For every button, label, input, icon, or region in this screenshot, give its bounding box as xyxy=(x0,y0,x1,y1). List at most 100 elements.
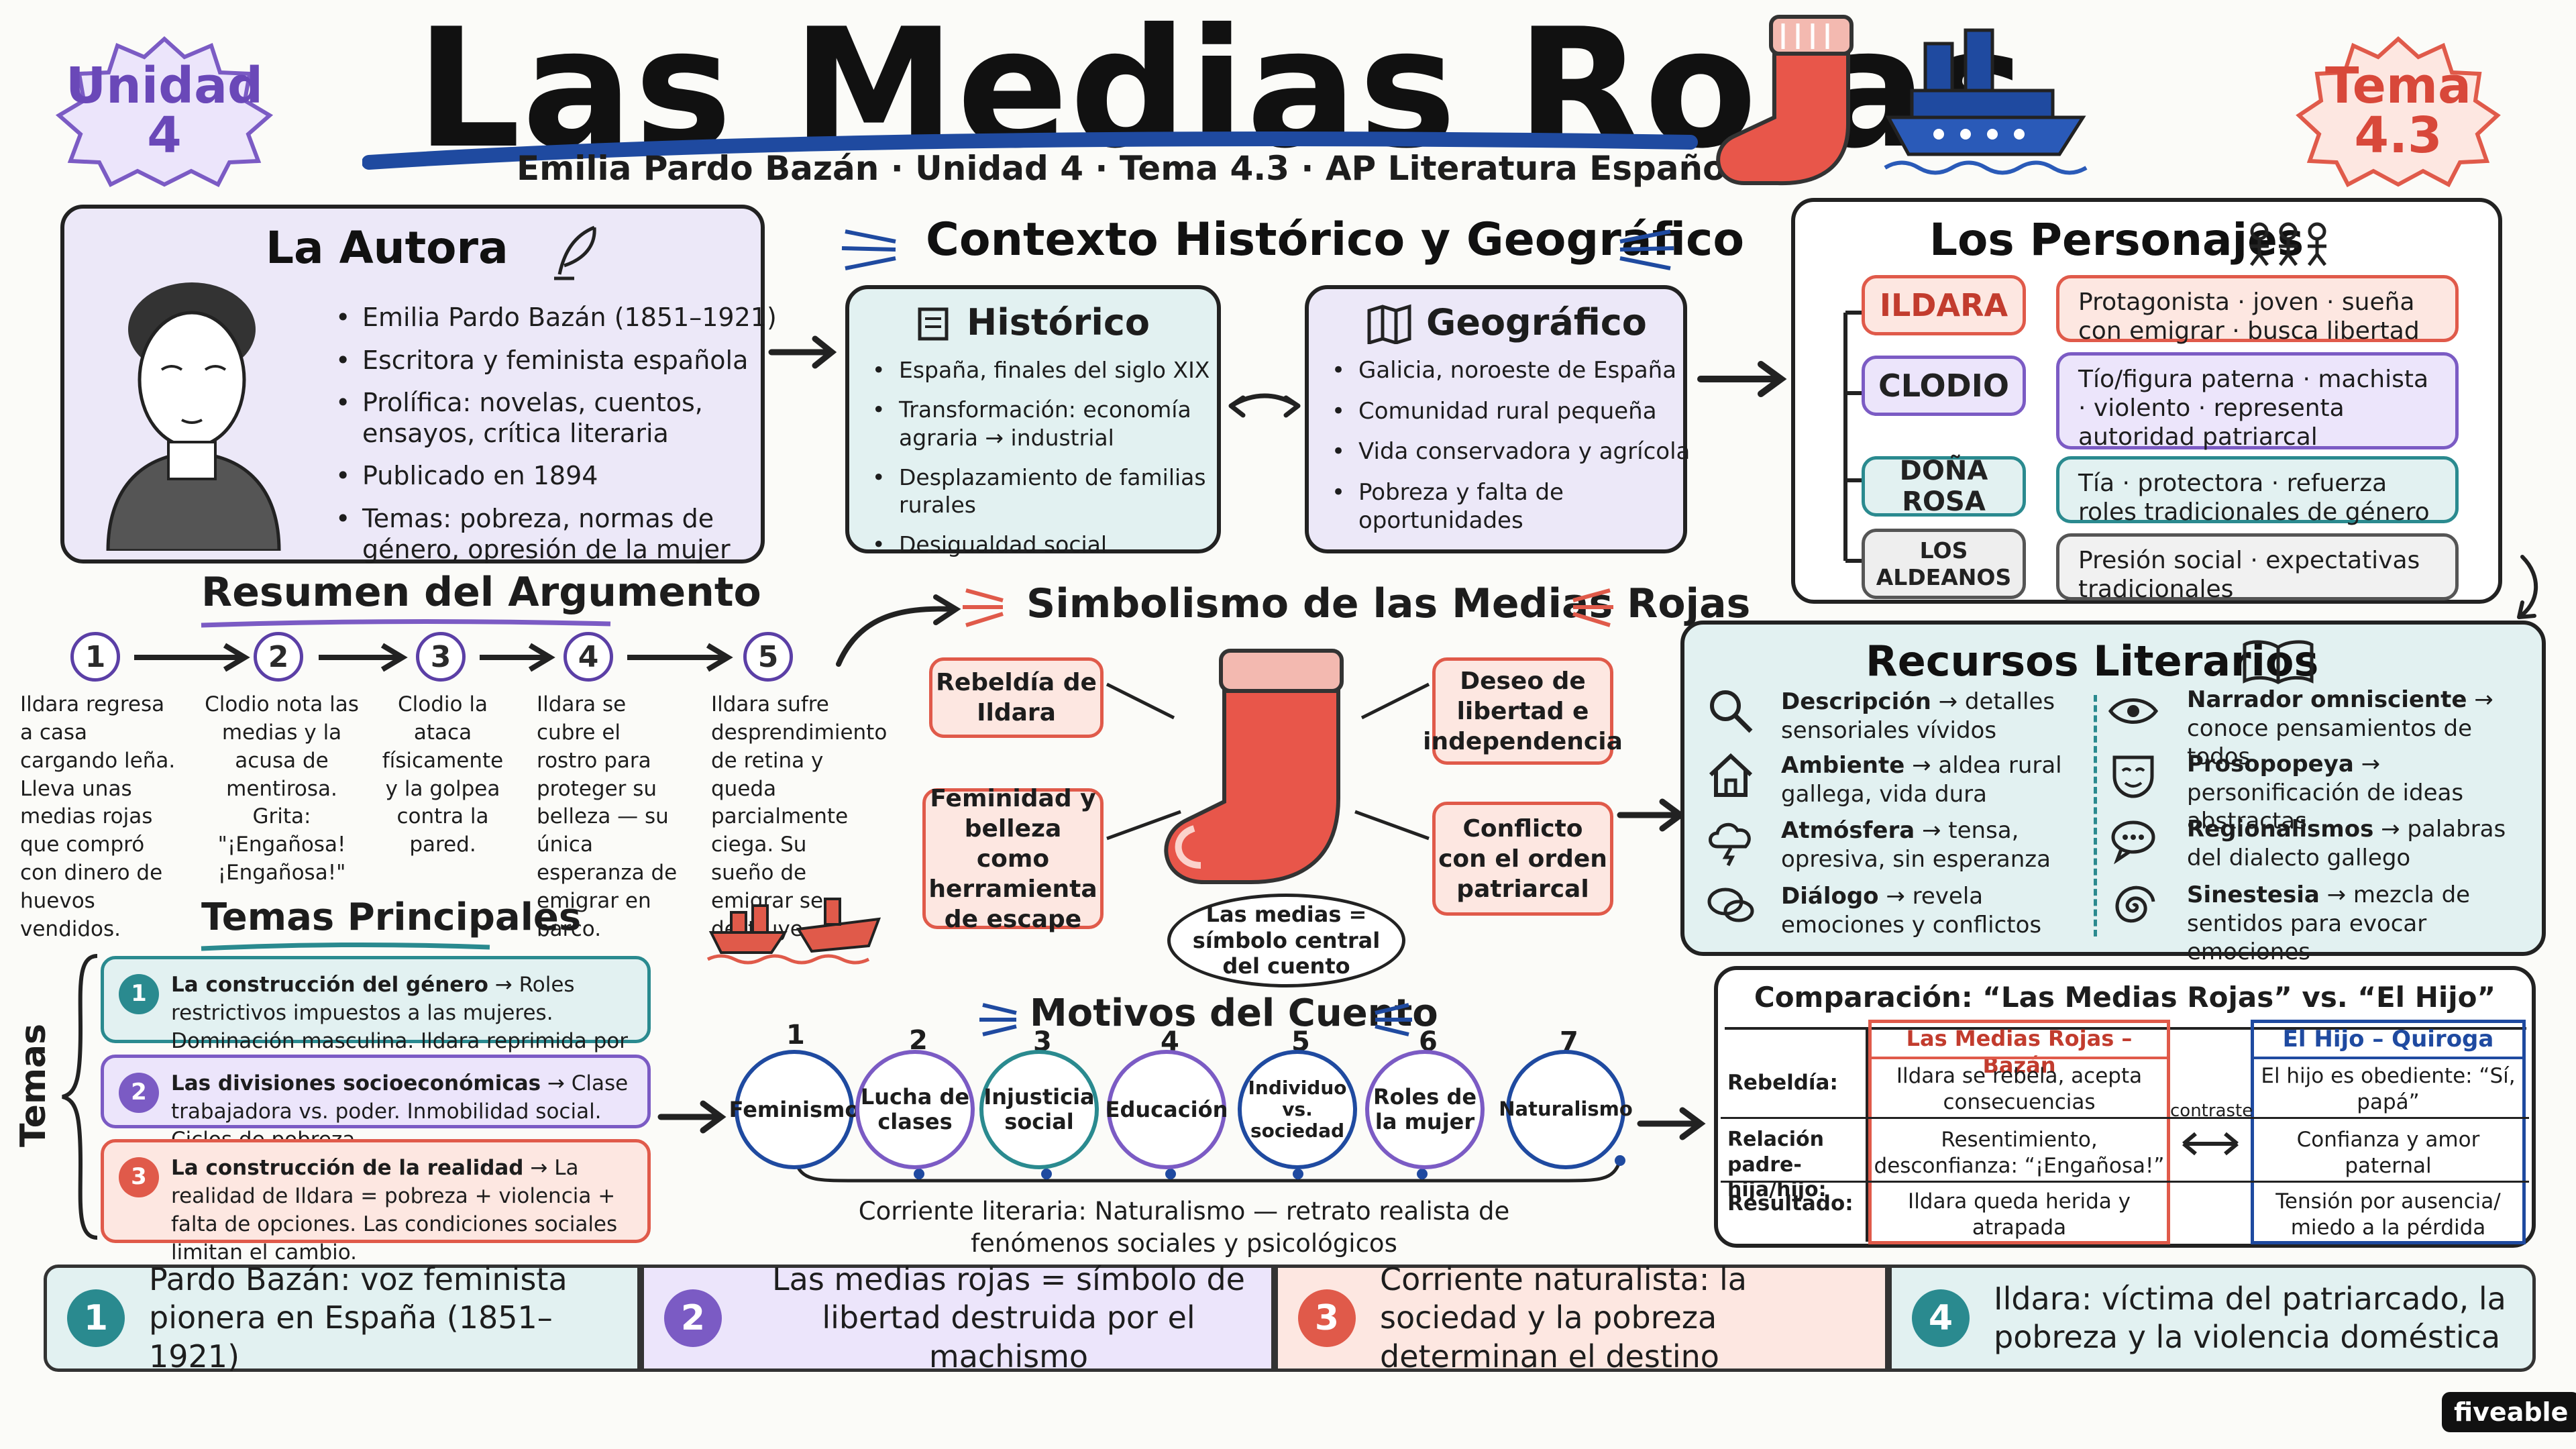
step-number: 2 xyxy=(254,632,303,682)
double-arrow-icon xyxy=(1228,393,1301,418)
character-ildara: ILDARA xyxy=(1862,275,2026,335)
recurso-desc: → revela emociones y conflictos xyxy=(1781,883,2042,938)
quill-pen-icon xyxy=(554,225,596,280)
arrow-right-icon xyxy=(657,1100,727,1134)
simbolismo-title: Simbolismo de las Medias Rojas xyxy=(1026,580,1751,627)
emphasis-lines-icon xyxy=(1619,229,1674,270)
recurso-term: Diálogo xyxy=(1781,883,1879,910)
recurso-item: Diálogo → revela emociones y conflictos xyxy=(1781,882,2063,939)
motif-roles-mujer: Roles de la mujer xyxy=(1365,1050,1485,1169)
people-icon xyxy=(2250,222,2326,266)
comparacion-title: Comparación: “Las Medias Rojas” vs. “El … xyxy=(1754,981,2496,1014)
contrast-label: contraste xyxy=(2170,1101,2253,1121)
motif-injusticia: Injusticia social xyxy=(979,1050,1099,1169)
geografico-panel: Geográfico Galicia, noroeste de España C… xyxy=(1305,285,1690,553)
row-label: Resultado: xyxy=(1727,1191,1854,1216)
step-number: 3 xyxy=(416,632,466,682)
recurso-desc: → personificación de ideas abstractas xyxy=(2187,751,2464,835)
autora-item: Publicado en 1894 xyxy=(335,461,778,492)
character-clodio: CLODIO xyxy=(1862,356,2026,416)
brace-shape xyxy=(62,954,98,1240)
motif-lucha-clases: Lucha de clases xyxy=(855,1050,975,1169)
recurso-desc: → palabras del dialecto gallego xyxy=(2187,816,2506,871)
col-b-frame xyxy=(2251,1020,2526,1244)
character-dona-rosa: DOÑA ROSA xyxy=(1862,455,2026,517)
step-text: Ildara regresa a casa cargando leña. Lle… xyxy=(20,692,176,941)
motif-feminismo: Feminismo xyxy=(729,1050,859,1169)
recurso-desc: → mezcla de sentidos para evocar emocion… xyxy=(2187,881,2471,965)
motif-naturalismo: Naturalismo xyxy=(1499,1050,1633,1169)
theme-item: 1 La construcción del género → Roles res… xyxy=(101,956,651,1081)
badge-topic-number: 4.3 xyxy=(2354,107,2443,164)
autora-item: Temas: pobreza, normas de género, opresi… xyxy=(335,504,778,565)
eye-icon xyxy=(2108,698,2159,724)
row-b-value: El hijo es obediente: “Sí, papá” xyxy=(2261,1064,2516,1114)
symbol-conflicto: Conflicto con el orden patriarcal xyxy=(1432,802,1613,916)
autora-title: La Autora xyxy=(266,222,508,274)
recurso-term: Prosopopeya xyxy=(2187,751,2354,777)
recurso-term: Sinestesia xyxy=(2187,881,2320,908)
summary-text: Corriente naturalista: la sociedad y la … xyxy=(1380,1260,1747,1375)
emphasis-lines-icon xyxy=(1375,1003,1412,1036)
badge-burst-shape xyxy=(2296,36,2501,188)
theme-text: → La realidad de Ildara = pobreza + viol… xyxy=(171,1156,618,1265)
emphasis-lines-icon xyxy=(841,229,896,270)
theme-item: 2 Las divisiones socioeconómicas → Clase… xyxy=(101,1055,651,1152)
arrow-right-icon xyxy=(1617,798,1686,832)
step-number: 1 xyxy=(70,632,120,682)
row-b-value: Confianza y amor paternal xyxy=(2296,1128,2480,1178)
step-number: 4 xyxy=(564,632,613,682)
historico-item: Transformación: economía agraria → indus… xyxy=(872,396,1234,451)
theme-number: 2 xyxy=(119,1073,159,1113)
historico-list: España, finales del siglo XIX Transforma… xyxy=(869,356,1234,571)
historico-item: Desplazamiento de familias rurales xyxy=(872,464,1234,519)
arrow-right-icon xyxy=(1697,361,1787,397)
badge-unit-label: Unidad xyxy=(65,57,263,115)
page-subtitle: Emilia Pardo Bazán · Unidad 4 · Tema 4.3… xyxy=(517,149,1760,188)
row-a-value: Ildara queda herida y atrapada xyxy=(1908,1189,2131,1240)
historico-panel: Histórico España, finales del siglo XIX … xyxy=(845,285,1221,559)
historico-title: Histórico xyxy=(967,301,1150,343)
badge-burst-shape xyxy=(55,36,274,188)
character-dona-rosa-desc: Tía · protectora · refuerza roles tradic… xyxy=(2056,456,2459,526)
house-icon xyxy=(1709,753,1753,797)
emphasis-lines-icon xyxy=(1572,588,1613,627)
comparacion-rule xyxy=(1725,1027,2526,1030)
col-b-rule xyxy=(2251,1057,2526,1059)
author-portrait xyxy=(106,282,281,551)
storm-cloud-icon xyxy=(1709,822,1751,867)
theme-item: 3 La construcción de la realidad → La re… xyxy=(101,1139,651,1265)
motivos-title: Motivos del Cuento xyxy=(1030,991,1438,1035)
recurso-desc: → detalles sensoriales vívidos xyxy=(1781,688,2055,744)
recurso-item: Regionalismos → palabras del dialecto ga… xyxy=(2187,815,2536,872)
character-aldeanos: LOS ALDEANOS xyxy=(1862,529,2026,599)
emphasis-lines-icon xyxy=(963,588,1004,627)
summary-card: 2 Las medias rojas = símbolo de libertad… xyxy=(641,1261,1275,1375)
step-text: Clodio la ataca físicamente y la golpea … xyxy=(382,692,504,857)
recurso-desc: → aldea rural gallega, vida dura xyxy=(1781,752,2062,808)
step-text: Ildara sufre desprendimiento de retina y… xyxy=(711,692,888,941)
motif-individuo: Individuo vs. sociedad xyxy=(1238,1050,1357,1169)
col-a-header: Las Medias Rojas – Bazán xyxy=(1906,1026,2133,1078)
geografico-title: Geográfico xyxy=(1426,301,1647,343)
summary-number: 2 xyxy=(664,1289,722,1347)
motif-number: 1 xyxy=(786,1020,805,1051)
summary-number: 4 xyxy=(1912,1289,1970,1347)
double-arrow-icon xyxy=(2182,1132,2239,1156)
geografico-item: Galicia, noroeste de España xyxy=(1332,356,1701,385)
theme-heading: Las divisiones socioeconómicas xyxy=(171,1071,541,1095)
recurso-term: Narrador omnisciente xyxy=(2187,686,2467,713)
mask-icon xyxy=(2112,755,2154,798)
geografico-item: Pobreza y falta de oportunidades xyxy=(1332,478,1701,535)
unidad-badge: Unidad 4 xyxy=(54,34,275,188)
motivos-caption: Corriente literaria: Naturalismo — retra… xyxy=(858,1197,1510,1258)
autora-item: Emilia Pardo Bazán (1851–1921) xyxy=(335,303,778,333)
row-rule xyxy=(1721,1117,2529,1119)
open-book-icon xyxy=(2243,640,2314,684)
geografico-item: Vida conservadora y agrícola xyxy=(1332,437,1701,466)
chat-dots-icon xyxy=(2111,820,2155,865)
scroll-icon xyxy=(918,307,949,341)
spiral-icon xyxy=(2115,885,2155,923)
recurso-item: Narrador omnisciente → conoce pensamient… xyxy=(2187,686,2536,771)
title-underline xyxy=(201,619,611,628)
